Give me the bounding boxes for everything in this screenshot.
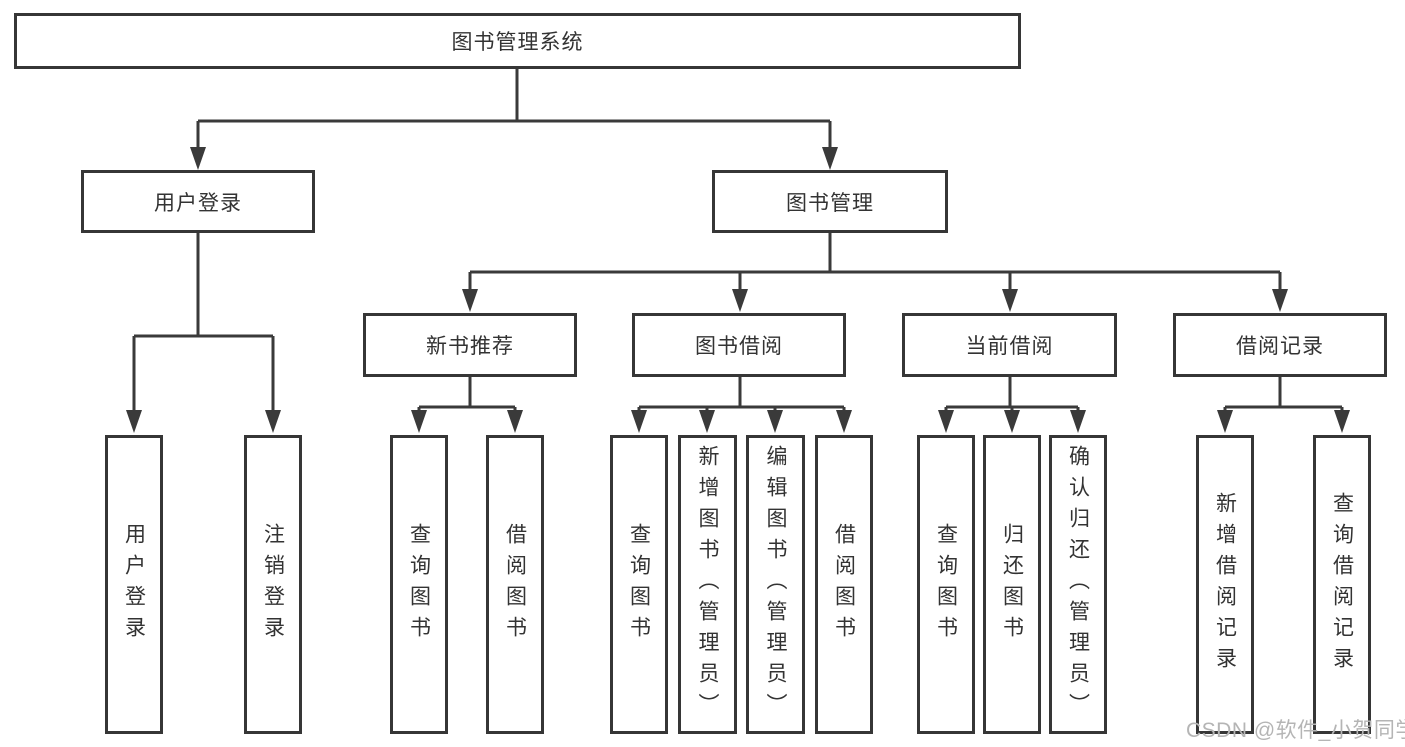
leaf-cb-confirm-return-admin-label: 确认归还（管理员） <box>1066 445 1090 724</box>
leaf-nbr-query-books: 查询图书 <box>390 435 448 734</box>
connector-book-borrow-to-leaves <box>631 377 852 433</box>
arrowhead <box>462 289 478 312</box>
arrowhead <box>938 410 954 433</box>
leaf-user-login: 用户登录 <box>105 435 163 734</box>
connector-root-to-level2 <box>190 69 838 170</box>
arrowhead <box>732 289 748 312</box>
leaf-bb-query-books: 查询图书 <box>610 435 668 734</box>
arrowhead <box>699 410 715 433</box>
connector-borrow-records-to-leaves <box>1217 377 1350 433</box>
node-book-borrow: 图书借阅 <box>632 313 846 377</box>
arrowhead <box>1334 410 1350 433</box>
leaf-bb-query-books-label: 查询图书 <box>627 522 651 647</box>
leaf-cb-return-books-label: 归还图书 <box>1000 522 1024 647</box>
arrowhead <box>1002 289 1018 312</box>
leaf-bb-borrow-books-label: 借阅图书 <box>832 522 856 647</box>
connector-new-book-rec-to-leaves <box>411 377 523 433</box>
leaf-cb-confirm-return-admin: 确认归还（管理员） <box>1049 435 1107 734</box>
leaf-logout-label: 注销登录 <box>261 522 285 647</box>
arrowhead <box>126 410 142 433</box>
arrowhead <box>767 410 783 433</box>
connector-user-login-to-leaves <box>126 233 281 433</box>
arrowhead <box>1070 410 1086 433</box>
leaf-cb-return-books: 归还图书 <box>983 435 1041 734</box>
node-borrow-records-label: 借阅记录 <box>1236 335 1324 358</box>
leaf-bb-edit-books-admin-label: 编辑图书（管理员） <box>764 445 787 724</box>
arrowhead <box>1004 410 1020 433</box>
node-current-borrow: 当前借阅 <box>902 313 1117 377</box>
node-book-borrow-label: 图书借阅 <box>695 335 783 358</box>
node-user-login-label: 用户登录 <box>154 191 242 215</box>
leaf-cb-query-books-label: 查询图书 <box>934 522 958 647</box>
csdn-watermark: CSDN @软件_小贺同学 <box>1186 719 1405 742</box>
node-user-login: 用户登录 <box>81 170 315 233</box>
arrowhead <box>411 410 427 433</box>
arrowhead <box>265 410 281 433</box>
arrowhead <box>836 410 852 433</box>
connector-current-borrow-to-leaves <box>938 377 1086 433</box>
node-book-mgmt-label: 图书管理 <box>786 191 874 215</box>
arrowhead <box>190 147 206 170</box>
leaf-br-query-record-label: 查询借阅记录 <box>1330 491 1354 678</box>
leaf-bb-add-books-admin-label: 新增图书（管理员） <box>696 445 719 724</box>
arrowhead <box>1272 289 1288 312</box>
leaf-user-login-label: 用户登录 <box>122 522 146 647</box>
leaf-bb-edit-books-admin: 编辑图书（管理员） <box>746 435 805 734</box>
connector-book-mgmt-to-level3 <box>462 233 1288 312</box>
leaf-nbr-query-books-label: 查询图书 <box>407 522 431 647</box>
leaf-bb-add-books-admin: 新增图书（管理员） <box>678 435 737 734</box>
arrowhead <box>1217 410 1233 433</box>
leaf-logout: 注销登录 <box>244 435 302 734</box>
node-borrow-records: 借阅记录 <box>1173 313 1387 377</box>
leaf-br-add-record-label: 新增借阅记录 <box>1213 491 1237 678</box>
node-current-borrow-label: 当前借阅 <box>965 335 1054 358</box>
node-new-book-rec-label: 新书推荐 <box>426 335 514 358</box>
leaf-nbr-borrow-books-label: 借阅图书 <box>503 522 527 647</box>
arrowhead <box>507 410 523 433</box>
leaf-cb-query-books: 查询图书 <box>917 435 975 734</box>
arrowhead <box>822 147 838 170</box>
arrowhead <box>631 410 647 433</box>
leaf-br-query-record: 查询借阅记录 <box>1313 435 1371 734</box>
node-root: 图书管理系统 <box>14 13 1021 69</box>
node-book-mgmt: 图书管理 <box>712 170 948 233</box>
leaf-nbr-borrow-books: 借阅图书 <box>486 435 544 734</box>
leaf-br-add-record: 新增借阅记录 <box>1196 435 1254 734</box>
node-root-label: 图书管理系统 <box>451 31 584 54</box>
leaf-bb-borrow-books: 借阅图书 <box>815 435 873 734</box>
node-new-book-rec: 新书推荐 <box>363 313 577 377</box>
